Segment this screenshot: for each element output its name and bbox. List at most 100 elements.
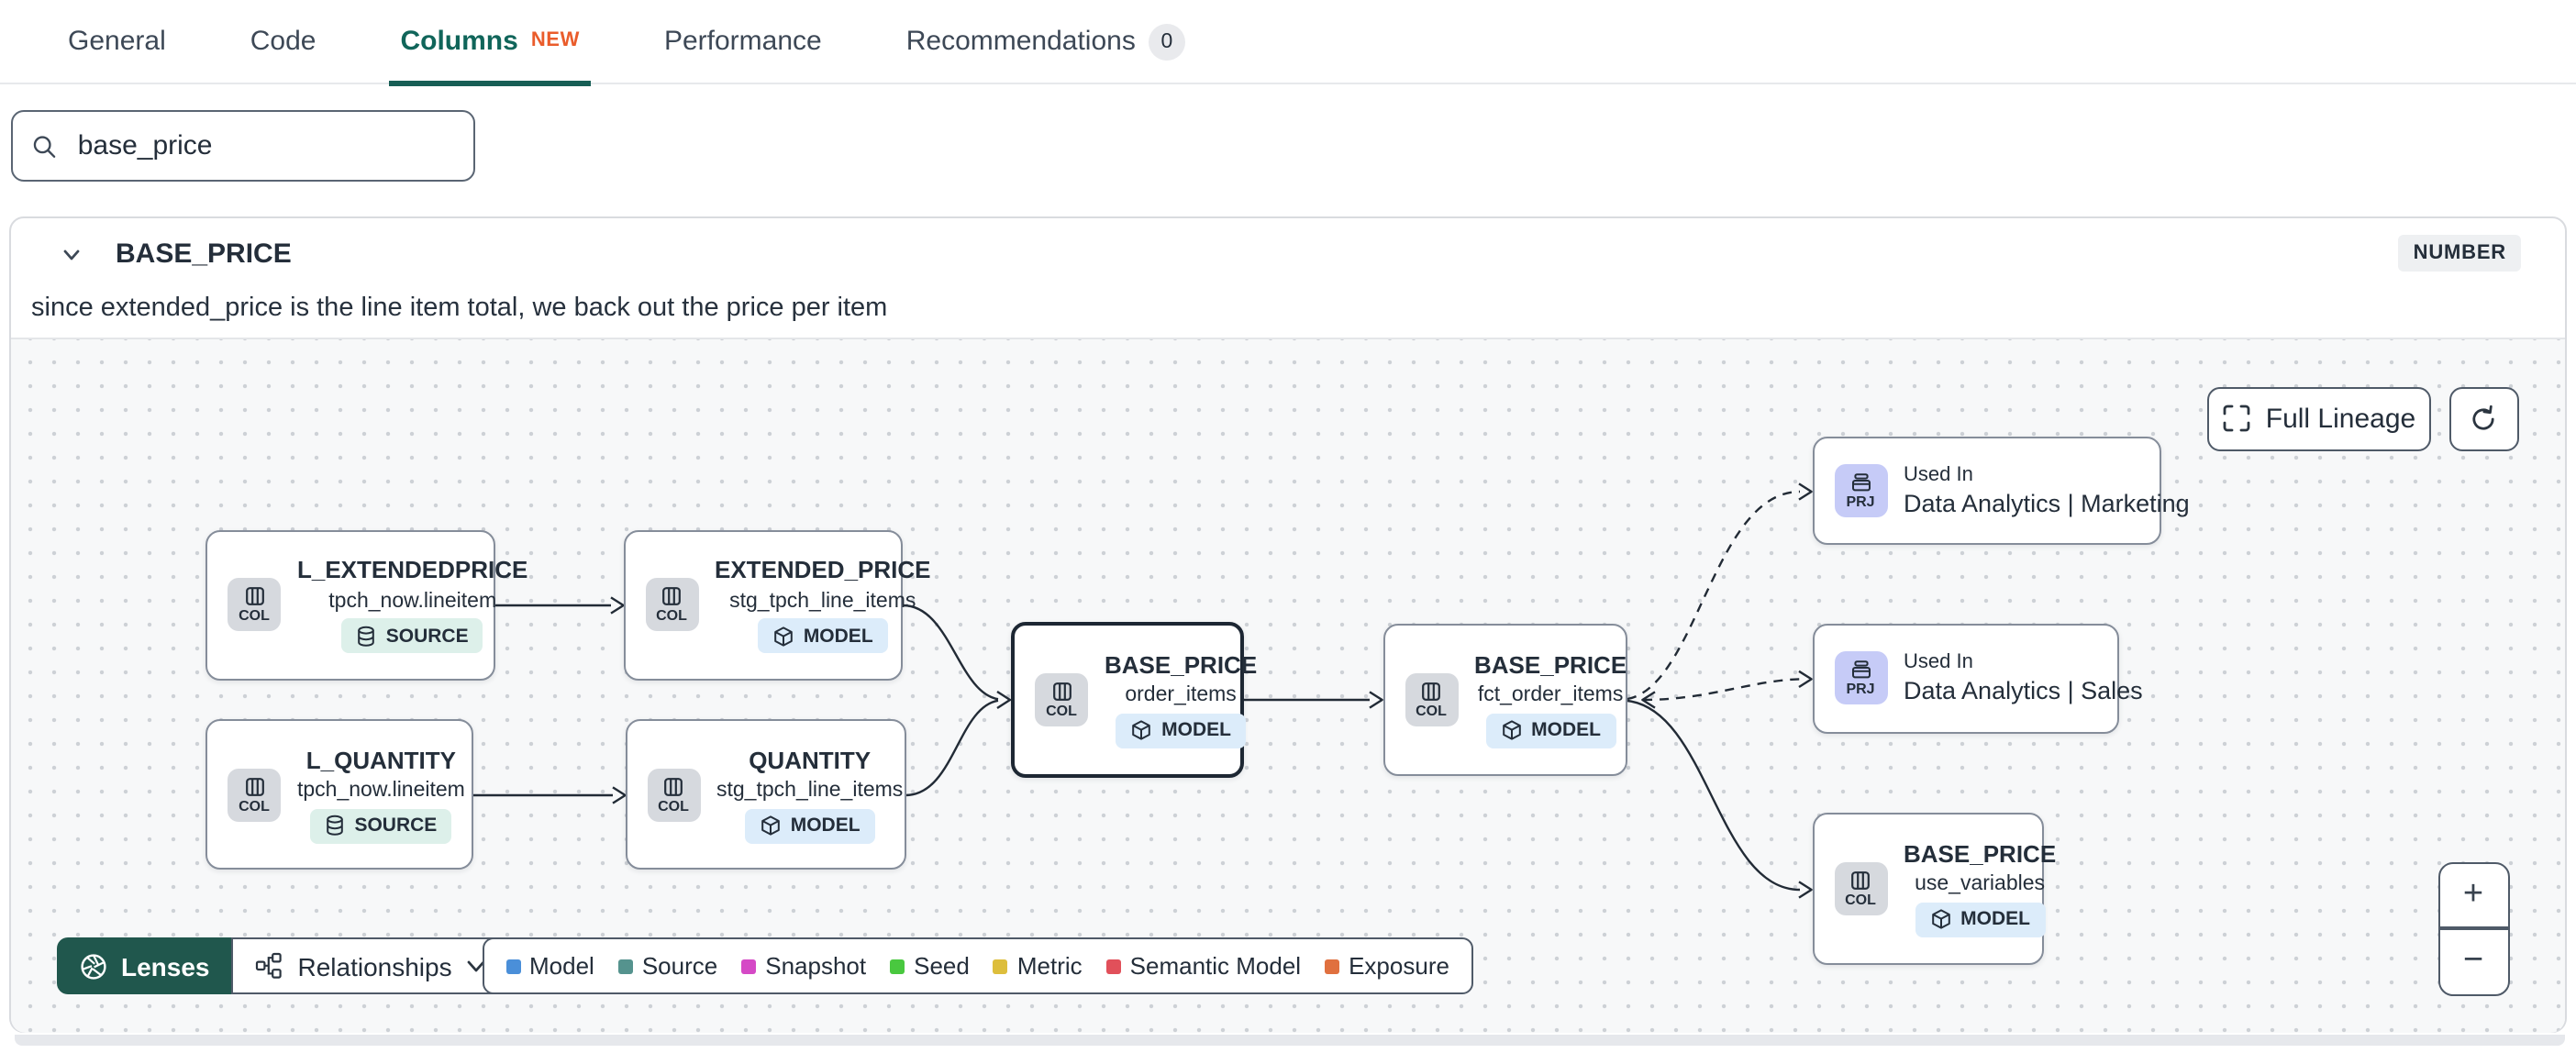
zoom-controls: + − [2437,861,2509,995]
legend-swatch [617,959,633,973]
node-title: EXTENDED_PRICE [715,556,931,583]
legend-item-model: Model [505,952,594,980]
tab-general[interactable]: General [68,0,166,83]
refresh-button[interactable] [2448,386,2518,450]
node-subtitle: stg_tpch_line_items [729,590,916,612]
legend-item-source: Source [617,952,717,980]
node-title: Data Analytics | Marketing [1904,490,2190,517]
tab-columns[interactable]: Columns NEW [389,0,591,85]
tab-label: Code [250,26,316,57]
columns-icon [662,587,681,605]
resource-pill-model: MODEL [757,618,888,653]
resource-label: SOURCE [385,625,469,647]
resource-label: MODEL [1531,719,1601,741]
chevron-down-icon[interactable] [59,241,84,267]
badge-label: COL [656,607,687,624]
column-badge: COL [1405,672,1458,726]
resource-pill-model: MODEL [1485,713,1616,748]
resource-pill-source: SOURCE [310,808,452,843]
resource-pill-model: MODEL [744,808,875,843]
badge-label: COL [1046,702,1077,718]
node-subtitle: order_items [1125,684,1237,706]
lenses-button[interactable]: Lenses [57,937,232,994]
tab-bar: General Code Columns NEW Performance Rec… [0,0,2576,85]
lineage-edges [473,482,1813,898]
project-badge: PRJ [1834,464,1887,517]
full-lineage-button[interactable]: Full Lineage [2206,386,2431,450]
lineage-node-base-price-use-variables[interactable]: COL BASE_PRICE use_variables MODEL [1812,813,2056,964]
tab-performance[interactable]: Performance [664,0,822,83]
resource-pill-source: SOURCE [341,618,483,653]
model-cube-icon [774,626,793,646]
fullscreen-icon [2223,405,2250,432]
node-title: QUANTITY [749,746,872,773]
legend-item-semantic-model: Semantic Model [1105,952,1301,980]
lineage-node-base-price-order-items[interactable]: COL BASE_PRICE order_items MODEL [1011,621,1257,777]
project-icon [1851,473,1870,492]
lineage-node-extended-price[interactable]: COL EXTENDED_PRICE stg_tpch_line_items M… [623,529,931,680]
database-icon [358,625,375,646]
relationships-label: Relationships [297,951,452,981]
lineage-node-l-quantity[interactable]: COL L_QUANTITY tpch_now.lineitem SOURCE [205,719,473,870]
lens-controls: Lenses Relationships [57,937,511,994]
lineage-node-used-in-marketing[interactable]: PRJ Used In Data Analytics | Marketing [1812,437,2190,545]
legend-label: Seed [914,952,970,980]
search-box[interactable] [11,110,475,182]
lineage-node-quantity[interactable]: COL QUANTITY stg_tpch_line_items MODEL [625,719,905,870]
tab-label: Recommendations [905,26,1136,57]
lineage-canvas[interactable]: COL L_EXTENDEDPRICE tpch_now.lineitem SO… [11,337,2565,1032]
legend-label: Model [529,952,594,980]
lineage-node-l-extendedprice[interactable]: COL L_EXTENDEDPRICE tpch_now.lineitem SO… [205,529,527,680]
project-badge: PRJ [1834,651,1887,704]
resource-label: MODEL [1161,719,1231,741]
columns-icon [664,777,683,795]
node-subtitle: use_variables [1915,873,2046,896]
legend-label: Exposure [1349,952,1449,980]
refresh-icon [2472,404,2494,429]
model-cube-icon [761,815,780,836]
relationships-dropdown[interactable]: Relationships [231,937,511,994]
model-cube-icon [1502,720,1520,740]
lineage-node-base-price-fct-order-items[interactable]: COL BASE_PRICE fct_order_items MODEL [1382,623,1627,775]
full-lineage-label: Full Lineage [2265,403,2416,434]
node-subtitle: tpch_now.lineitem [297,780,465,802]
legend-label: Metric [1016,952,1083,980]
column-panel-header: BASE_PRICE NUMBER since extended_price i… [11,217,2565,337]
database-icon [327,815,344,836]
node-subtitle: fct_order_items [1477,684,1624,706]
badge-label: PRJ [1846,681,1875,697]
tab-label: General [68,26,166,57]
resource-legend: Model Source Snapshot Seed Metric Semant… [482,937,1473,994]
column-badge: COL [1035,672,1088,726]
tab-recommendations[interactable]: Recommendations 0 [906,0,1185,83]
zoom-in-button[interactable]: + [2439,863,2507,927]
columns-icon [1422,682,1440,700]
node-subtitle: stg_tpch_line_items [716,780,904,802]
aperture-icon [81,953,106,979]
column-badge: COL [645,578,698,631]
legend-swatch [1105,959,1121,973]
plus-icon: + [2462,874,2484,914]
search-icon [33,135,56,157]
node-kicker: Used In [1904,464,1973,486]
panel-bottom-strip [14,1035,2564,1045]
tab-code[interactable]: Code [250,0,316,83]
badge-label: COL [658,797,689,814]
zoom-out-button[interactable]: − [2439,930,2507,994]
legend-item-seed: Seed [890,952,970,980]
columns-icon [245,587,263,605]
node-kicker: Used In [1904,651,1973,673]
column-panel: BASE_PRICE NUMBER since extended_price i… [9,216,2567,1032]
node-title: BASE_PRICE [1105,650,1258,678]
resource-label: SOURCE [354,815,438,837]
minus-icon: − [2462,941,2484,981]
node-title: Data Analytics | Sales [1904,677,2143,704]
search-input[interactable] [73,128,455,163]
data-type-badge: NUMBER [2398,234,2521,271]
legend-swatch [890,959,905,973]
lineage-node-used-in-sales[interactable]: PRJ Used In Data Analytics | Sales [1812,623,2143,733]
tab-label: Columns [400,26,518,57]
legend-swatch [993,959,1008,973]
column-badge: COL [228,768,281,821]
